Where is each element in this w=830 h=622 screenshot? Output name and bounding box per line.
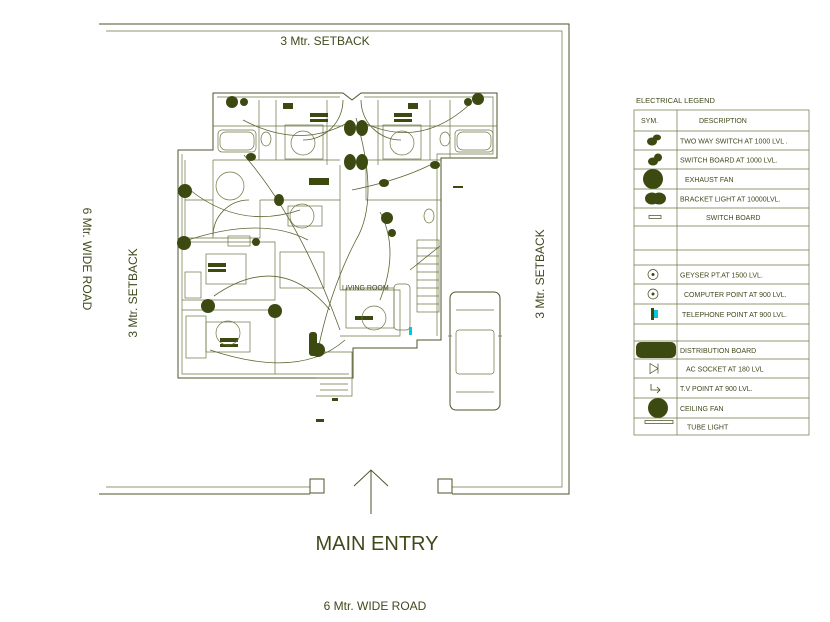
setback-right-label: 3 Mtr. SETBACK [533,229,547,318]
legend-description: COMPUTER POINT AT 900 LVL. [684,292,787,299]
legend-description: SWITCH BOARD [706,215,760,222]
electrical-legend: ELECTRICAL LEGEND SYM. DESCRIPTION TWO W… [633,96,810,436]
legend-header-sym: SYM. [641,118,658,125]
bracket-light-icon [645,192,666,205]
electrical-fixtures [177,93,484,422]
legend-description: T.V POINT AT 900 LVL. [680,386,753,393]
ac-socket-icon [649,362,659,375]
setback-left-label: 3 Mtr. SETBACK [126,248,140,337]
legend-description: GEYSER PT.AT 1500 LVL. [680,273,763,280]
ceiling-fan-icon [648,398,668,418]
tube-light-icon [644,420,674,424]
legend-description: BRACKET LIGHT AT 10000LVL. [680,197,781,204]
legend-title: ELECTRICAL LEGEND [636,96,715,105]
legend-description: SWITCH BOARD AT 1000 LVL. [680,158,778,165]
wiring-arcs [181,99,471,364]
legend-description: TELEPHONE POINT AT 900 LVL. [682,312,787,319]
road-bottom-label: 6 Mtr. WIDE ROAD [324,599,427,613]
switch-board-blob-icon [648,153,662,166]
tv-point-icon [650,384,661,394]
distribution-board-icon [636,342,676,358]
road-left-label: 6 Mtr. WIDE ROAD [80,208,94,311]
exhaust-fan-icon [643,169,663,189]
legend-description: DISTRIBUTION BOARD [680,348,756,355]
telephone-point-icon [651,308,658,320]
house-floor-plan [177,92,498,397]
plot-boundary [99,23,570,495]
entry-arrow-icon [353,469,389,514]
legend-description: CEILING FAN [680,406,724,413]
living-room-label: LIVING ROOM [342,285,389,292]
legend-description: TWO WAY SWITCH AT 1000 LVL . [680,139,788,146]
geyser-point-icon [647,269,659,280]
legend-description: TUBE LIGHT [687,425,729,432]
switch-board-icon [648,215,662,219]
car-icon [448,291,502,411]
computer-point-icon [647,288,659,300]
two-way-switch-icon [647,134,661,146]
main-entry-label: MAIN ENTRY [316,533,439,555]
legend-description: EXHAUST FAN [685,177,734,184]
legend-description: AC SOCKET AT 180 LVL [686,367,764,374]
setback-top-label: 3 Mtr. SETBACK [280,34,369,48]
legend-header-desc: DESCRIPTION [699,118,747,125]
